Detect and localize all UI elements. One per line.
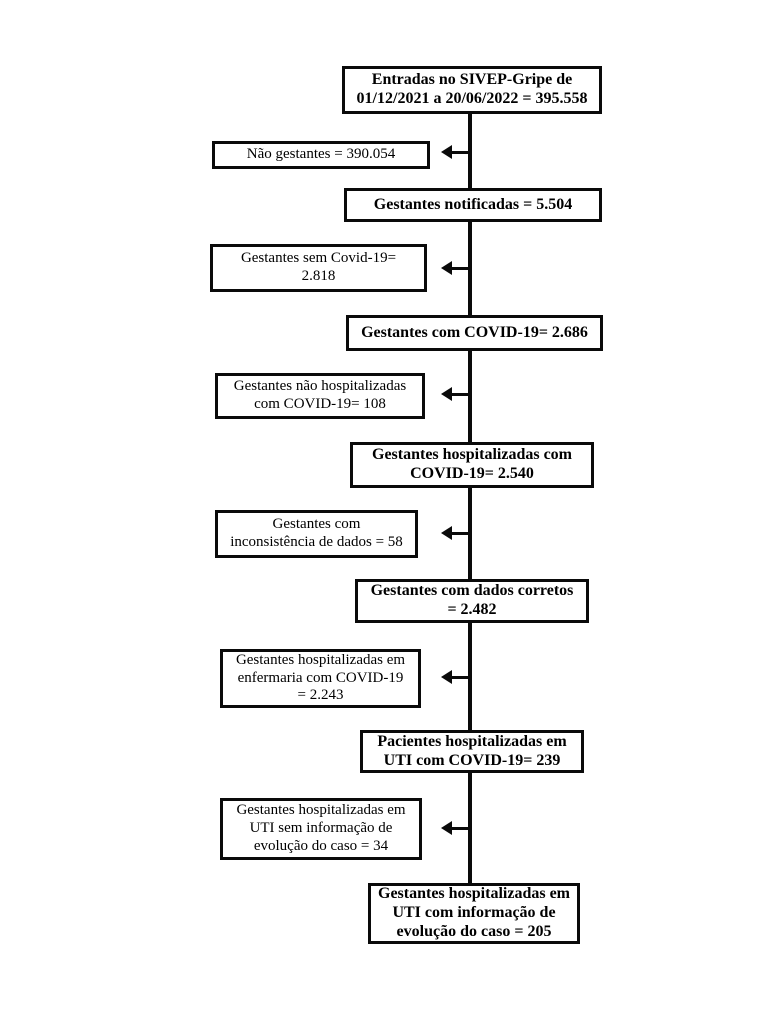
exclusion-box-label: Gestantes sem Covid-19= 2.818 <box>240 250 397 284</box>
left-arrowhead-icon <box>441 670 452 684</box>
exclusion-box-nao-hospitalizadas: Gestantes não hospitalizadas com COVID-1… <box>215 373 425 419</box>
left-arrowhead-icon <box>441 387 452 401</box>
exclusion-box-nao-gestantes: Não gestantes = 390.054 <box>212 141 430 169</box>
flow-box-gestantes-hospitalizadas: Gestantes hospitalizadas com COVID-19= 2… <box>350 442 594 488</box>
flow-box-label: Gestantes hospitalizadas em UTI com info… <box>378 885 570 940</box>
flow-box-uti-com-informacao: Gestantes hospitalizadas em UTI com info… <box>368 883 580 944</box>
arrow-shaft <box>450 267 471 270</box>
flow-box-label: Gestantes notificadas = 5.504 <box>373 195 573 213</box>
exclusion-box-label: Gestantes com inconsistência de dados = … <box>230 516 403 550</box>
flow-box-pacientes-uti: Pacientes hospitalizadas em UTI com COVI… <box>360 730 584 773</box>
flow-box-gestantes-com-covid: Gestantes com COVID-19= 2.686 <box>346 315 603 351</box>
exclusion-box-inconsistencia: Gestantes com inconsistência de dados = … <box>215 510 418 558</box>
exclusion-box-label: Gestantes hospitalizadas em UTI sem info… <box>236 802 406 854</box>
left-arrowhead-icon <box>441 261 452 275</box>
exclusion-arrow <box>441 145 471 159</box>
flow-box-gestantes-notificadas: Gestantes notificadas = 5.504 <box>344 188 602 222</box>
exclusion-box-enfermaria: Gestantes hospitalizadas em enfermaria c… <box>220 649 421 708</box>
exclusion-arrow <box>441 387 471 401</box>
arrow-shaft <box>450 151 471 154</box>
exclusion-box-sem-covid: Gestantes sem Covid-19= 2.818 <box>210 244 427 292</box>
exclusion-box-label: Gestantes hospitalizadas em enfermaria c… <box>235 651 406 704</box>
flow-box-dados-corretos: Gestantes com dados corretos = 2.482 <box>355 579 589 623</box>
flow-box-label: Gestantes com dados corretos = 2.482 <box>370 582 574 618</box>
exclusion-arrow <box>441 670 471 684</box>
left-arrowhead-icon <box>441 526 452 540</box>
exclusion-arrow <box>441 526 471 540</box>
arrow-shaft <box>450 827 471 830</box>
arrow-shaft <box>450 532 471 535</box>
left-arrowhead-icon <box>441 821 452 835</box>
exclusion-arrow <box>441 261 471 275</box>
exclusion-box-label: Gestantes não hospitalizadas com COVID-1… <box>233 378 407 412</box>
main-flow-line <box>468 112 472 884</box>
flow-box-label: Pacientes hospitalizadas em UTI com COVI… <box>377 732 567 769</box>
exclusion-box-label: Não gestantes = 390.054 <box>246 146 396 163</box>
flow-box-label: Entradas no SIVEP-Gripe de 01/12/2021 a … <box>356 71 588 107</box>
arrow-shaft <box>450 676 471 679</box>
left-arrowhead-icon <box>441 145 452 159</box>
exclusion-box-uti-sem-informacao: Gestantes hospitalizadas em UTI sem info… <box>220 798 422 860</box>
flow-box-entradas-sivep: Entradas no SIVEP-Gripe de 01/12/2021 a … <box>342 66 602 114</box>
arrow-shaft <box>450 393 471 396</box>
exclusion-arrow <box>441 821 471 835</box>
flow-box-label: Gestantes hospitalizadas com COVID-19= 2… <box>372 446 572 482</box>
flow-box-label: Gestantes com COVID-19= 2.686 <box>361 323 588 341</box>
